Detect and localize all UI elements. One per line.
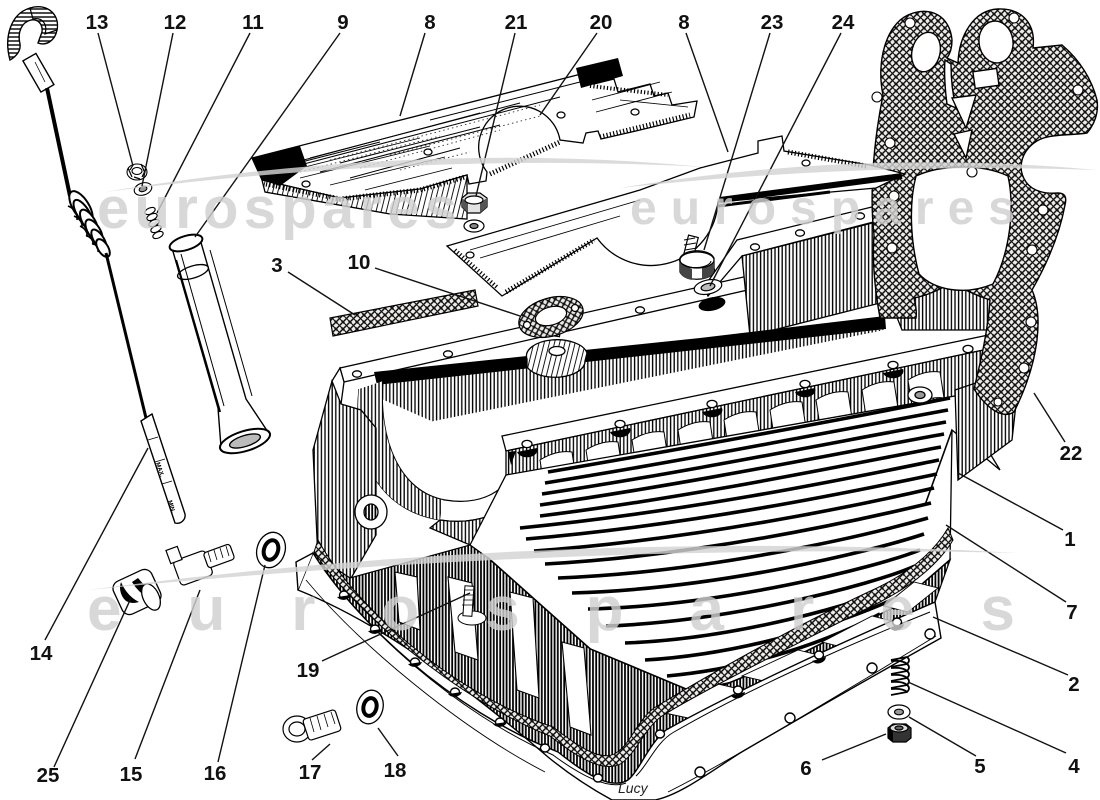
svg-text:23: 23 bbox=[761, 11, 784, 34]
svg-text:7: 7 bbox=[1066, 601, 1077, 624]
svg-text:3: 3 bbox=[271, 254, 282, 277]
svg-text:20: 20 bbox=[590, 11, 613, 34]
svg-text:Lucy: Lucy bbox=[618, 780, 649, 796]
svg-text:16: 16 bbox=[204, 762, 227, 785]
svg-text:8: 8 bbox=[424, 11, 435, 34]
svg-text:24: 24 bbox=[832, 11, 855, 34]
svg-text:5: 5 bbox=[974, 755, 985, 778]
svg-text:MAX.: MAX. bbox=[154, 462, 164, 478]
svg-text:22: 22 bbox=[1060, 442, 1083, 465]
svg-text:13: 13 bbox=[86, 11, 109, 34]
svg-text:1: 1 bbox=[1064, 528, 1075, 551]
svg-text:8: 8 bbox=[678, 11, 689, 34]
svg-text:14: 14 bbox=[30, 642, 53, 665]
svg-text:25: 25 bbox=[37, 764, 60, 787]
svg-text:17: 17 bbox=[299, 761, 322, 784]
svg-text:MIN.: MIN. bbox=[166, 500, 176, 514]
svg-text:6: 6 bbox=[800, 757, 811, 780]
svg-text:21: 21 bbox=[505, 11, 528, 34]
svg-text:9: 9 bbox=[337, 11, 348, 34]
svg-text:15: 15 bbox=[120, 763, 143, 786]
svg-text:4: 4 bbox=[1068, 755, 1080, 778]
svg-text:19: 19 bbox=[297, 659, 320, 682]
svg-text:2: 2 bbox=[1068, 673, 1079, 696]
svg-text:12: 12 bbox=[164, 11, 187, 34]
svg-text:10: 10 bbox=[348, 251, 371, 274]
svg-text:18: 18 bbox=[384, 759, 407, 782]
svg-text:11: 11 bbox=[242, 11, 264, 34]
